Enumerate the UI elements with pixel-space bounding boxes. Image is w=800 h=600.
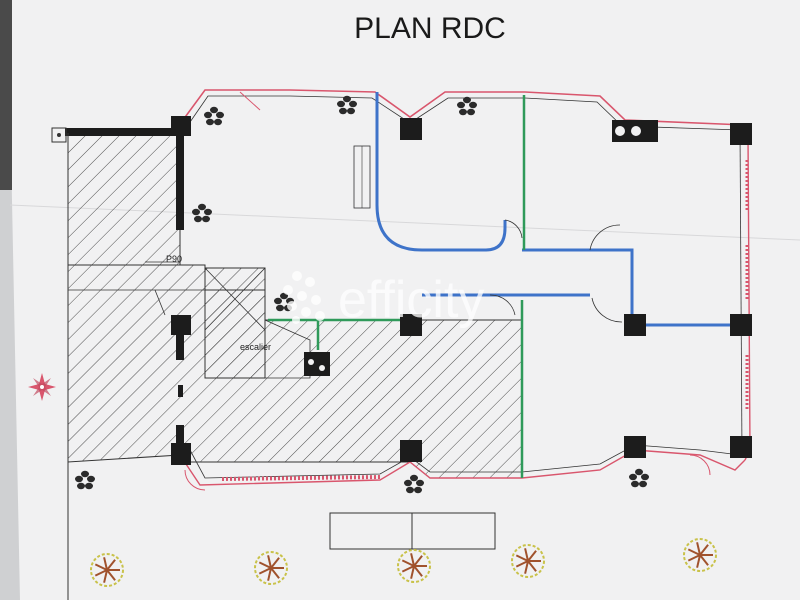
plant-icon — [75, 470, 95, 490]
partition-blue-center — [522, 248, 634, 325]
watermark: efficity — [283, 271, 484, 329]
plant-icon — [274, 292, 294, 312]
tree-icon — [683, 538, 717, 572]
west-wall — [65, 128, 180, 136]
hatched-zone-west — [67, 132, 181, 266]
tree-icon — [511, 544, 545, 578]
plan-title: PLAN RDC — [354, 12, 506, 45]
compass-icon — [28, 373, 56, 401]
outer-wall-north-inner — [187, 95, 741, 131]
plant-icon — [192, 203, 212, 223]
pillars — [171, 116, 752, 465]
plant-icon — [204, 106, 224, 126]
stairs-zone — [204, 267, 266, 379]
watermark-text: efficity — [338, 271, 484, 329]
stairs-label: escalier — [240, 342, 271, 352]
left-edge-shadow — [0, 0, 12, 190]
tree-icon — [254, 551, 288, 585]
plant-icon — [337, 95, 357, 115]
plant-icon — [457, 96, 477, 116]
plant-icons — [75, 95, 649, 494]
plant-icon — [404, 474, 424, 494]
outer-wall-north — [182, 89, 746, 126]
plant-icon — [629, 468, 649, 488]
door-label: P90 — [166, 254, 182, 264]
door-p90 — [145, 250, 181, 263]
partition-blue-west — [375, 92, 507, 252]
tree-icon — [397, 549, 431, 583]
tree-icons — [90, 538, 717, 587]
partition-green-room — [268, 318, 410, 350]
tree-icon — [90, 553, 124, 587]
